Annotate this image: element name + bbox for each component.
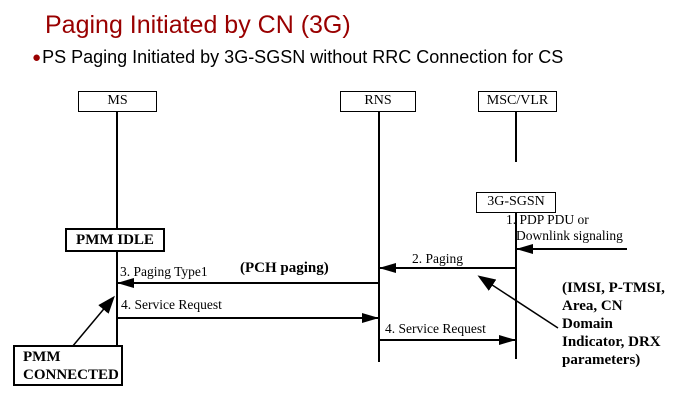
message-2-arrowhead-icon: [379, 263, 396, 273]
bullet-icon: ●: [32, 49, 42, 66]
lifeline-msc-vlr: [515, 112, 517, 162]
message-2-label: 2. Paging: [412, 251, 464, 266]
parameters-annotation: (IMSI, P-TMSI, Area, CN Domain Indicator…: [562, 279, 665, 369]
pmm-connected-line2: CONNECTED: [23, 367, 119, 383]
message-2-line: [379, 267, 516, 269]
subtitle: ●PS Paging Initiated by 3G-SGSN without …: [32, 47, 563, 68]
actor-box-sgsn: 3G-SGSN: [476, 192, 556, 213]
message-3-line: [117, 282, 379, 284]
annotation-line: (IMSI, P-TMSI,: [562, 280, 665, 296]
state-box-pmm-idle: PMM IDLE: [65, 228, 165, 252]
message-4-line: [117, 317, 379, 319]
page-title: Paging Initiated by CN (3G): [45, 11, 351, 39]
message-5-label: 4. Service Request: [385, 321, 486, 336]
message-3-label: 3. Paging Type1: [120, 264, 208, 279]
message-4-label: 4. Service Request: [121, 297, 222, 312]
pmm-connected-pointer-arrow-icon: [71, 295, 115, 348]
annotation-line: Indicator, DRX: [562, 334, 661, 350]
message-1-arrowhead-icon: [516, 244, 533, 254]
message-5-arrowhead-icon: [499, 335, 516, 345]
actor-box-rns: RNS: [340, 91, 416, 112]
lifeline-rns: [378, 112, 380, 362]
actor-box-msc-vlr: MSC/VLR: [478, 91, 557, 112]
annotation-line: parameters): [562, 352, 641, 368]
message-4-arrowhead-icon: [362, 313, 379, 323]
actor-box-ms: MS: [78, 91, 157, 112]
message-1-line: [516, 248, 627, 250]
annotation-line: Domain: [562, 316, 613, 332]
message-1-label: 1. PDP PDU or Downlink signaling: [506, 212, 623, 244]
message-5-line: [379, 339, 516, 341]
subtitle-text: PS Paging Initiated by 3G-SGSN without R…: [42, 47, 564, 67]
message-1-label-line2: Downlink signaling: [516, 228, 623, 243]
message-3-arrowhead-icon: [117, 278, 134, 288]
message-1-label-line1: 1. PDP PDU or: [506, 212, 589, 227]
pmm-connected-line1: PMM: [23, 349, 61, 365]
message-3-note: (PCH paging): [240, 260, 329, 276]
annotation-pointer-arrow-icon: [477, 275, 559, 329]
annotation-line: Area, CN: [562, 298, 623, 314]
state-box-pmm-connected: PMM CONNECTED: [13, 345, 123, 386]
